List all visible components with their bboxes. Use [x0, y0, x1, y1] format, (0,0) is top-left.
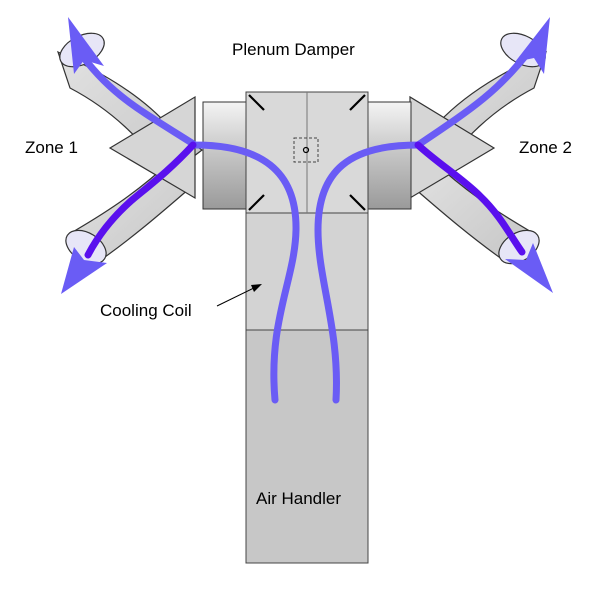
damper-actuator: [293, 137, 319, 163]
zone-2-lower-arrow-icon: [505, 243, 553, 293]
zone-2-upper-arrow-icon: [515, 17, 550, 74]
air-handler-unit: [245, 212, 369, 564]
cooling-coil-section: [245, 212, 369, 331]
zone-1-upper-arrow-icon: [68, 17, 104, 74]
corner-vane-bl: [248, 194, 265, 211]
leader-arrowhead-icon: [251, 284, 262, 292]
airflow-paths: [74, 46, 534, 404]
zone-2-branch-airflow: [414, 141, 526, 256]
corner-vane-tl: [248, 94, 265, 111]
air-handler-section: [245, 329, 369, 564]
cooling-coil-leader: [216, 284, 262, 307]
zone-2-ducts: [367, 32, 548, 265]
plenum-damper-box: [245, 91, 369, 214]
damper-pivot: [302, 146, 310, 154]
cooling-coil-label: Cooling Coil: [100, 301, 192, 320]
corner-vane-br: [349, 194, 366, 211]
zone-2-collar: [367, 101, 412, 210]
zone-1-label: Zone 1: [25, 138, 78, 157]
plenum-damper-label: Plenum Damper: [232, 40, 355, 59]
supply-airflow-left: [74, 46, 300, 404]
airflow-arrowheads: [61, 17, 553, 294]
zone-1-branch-airflow: [84, 141, 197, 259]
air-handler-label: Air Handler: [256, 489, 342, 508]
zone-2-label: Zone 2: [519, 138, 572, 157]
zone-1-lower-arrow-icon: [61, 247, 107, 294]
supply-airflow-right: [314, 46, 534, 404]
corner-vane-tr: [349, 94, 366, 111]
zone-1-collar: [202, 101, 247, 210]
